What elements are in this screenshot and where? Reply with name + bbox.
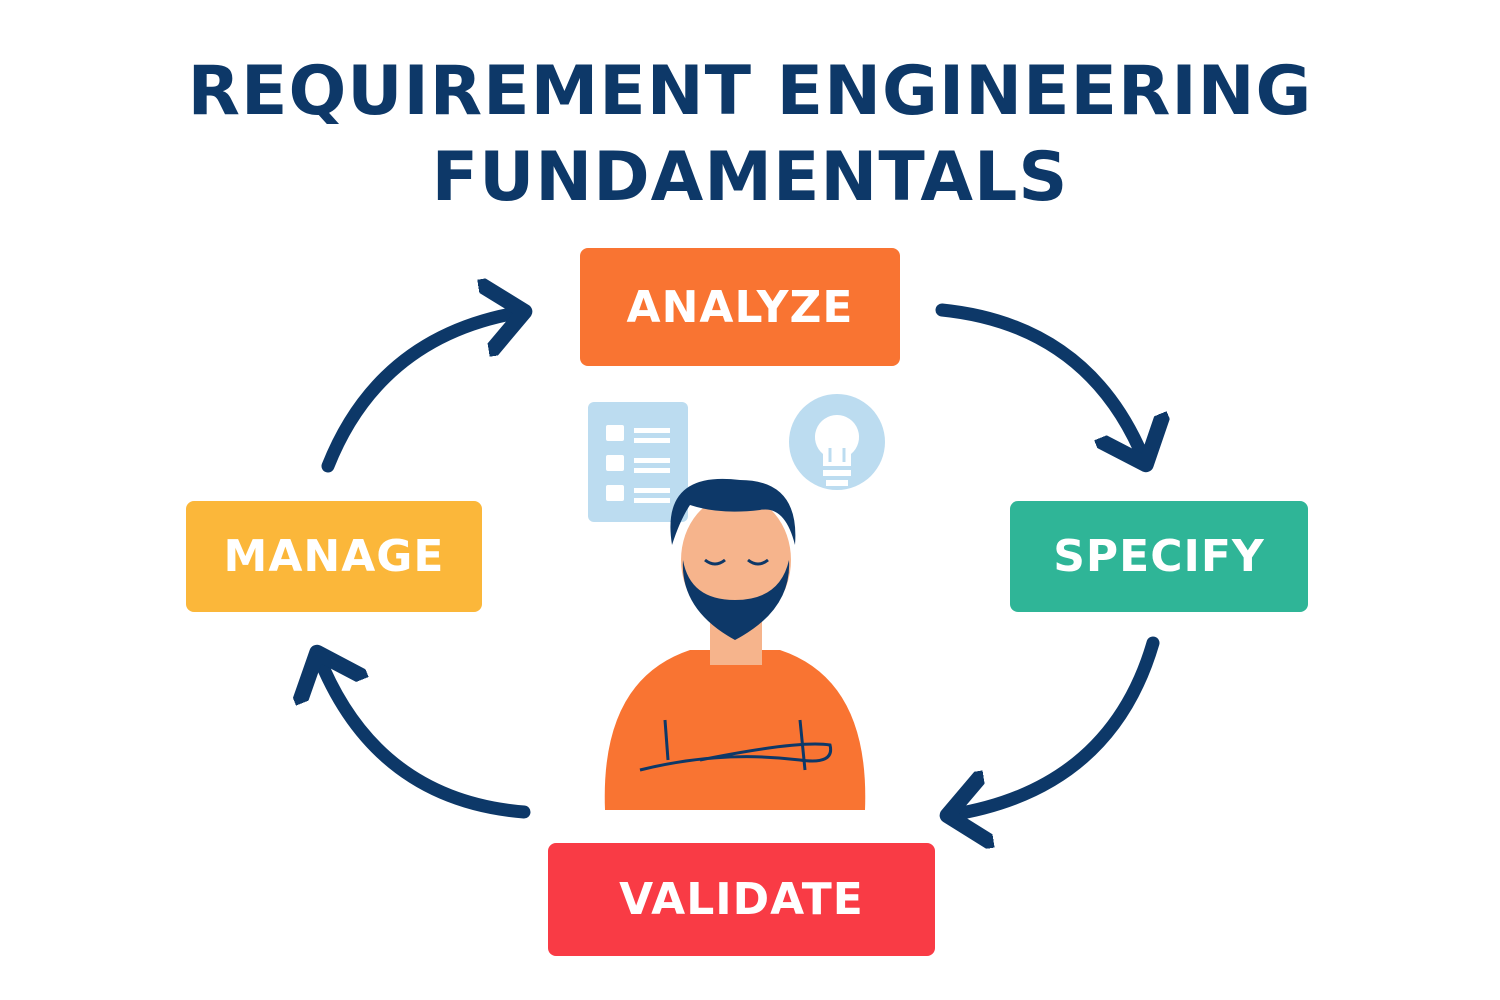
stage-analyze: ANALYZE <box>580 248 900 366</box>
stage-manage: MANAGE <box>186 501 482 612</box>
lightbulb-icon <box>789 394 885 490</box>
stage-validate: VALIDATE <box>548 843 935 956</box>
arrow-manage-to-analyze <box>321 312 522 473</box>
arrow-validate-to-manage <box>318 655 531 819</box>
checklist-icon <box>588 402 688 522</box>
stage-manage-label: MANAGE <box>223 531 445 582</box>
stage-analyze-label: ANALYZE <box>626 281 854 333</box>
arrow-specify-to-validate <box>950 636 1160 815</box>
stage-specify-label: SPECIFY <box>1053 531 1265 582</box>
stage-specify: SPECIFY <box>1010 501 1308 612</box>
arrow-analyze-to-specify <box>935 303 1145 462</box>
person-illustration <box>604 478 866 810</box>
title-line-2: FUNDAMENTALS <box>431 138 1069 217</box>
title-line-1: REQUIREMENT ENGINEERING <box>187 52 1313 131</box>
stage-validate-label: VALIDATE <box>619 874 864 925</box>
